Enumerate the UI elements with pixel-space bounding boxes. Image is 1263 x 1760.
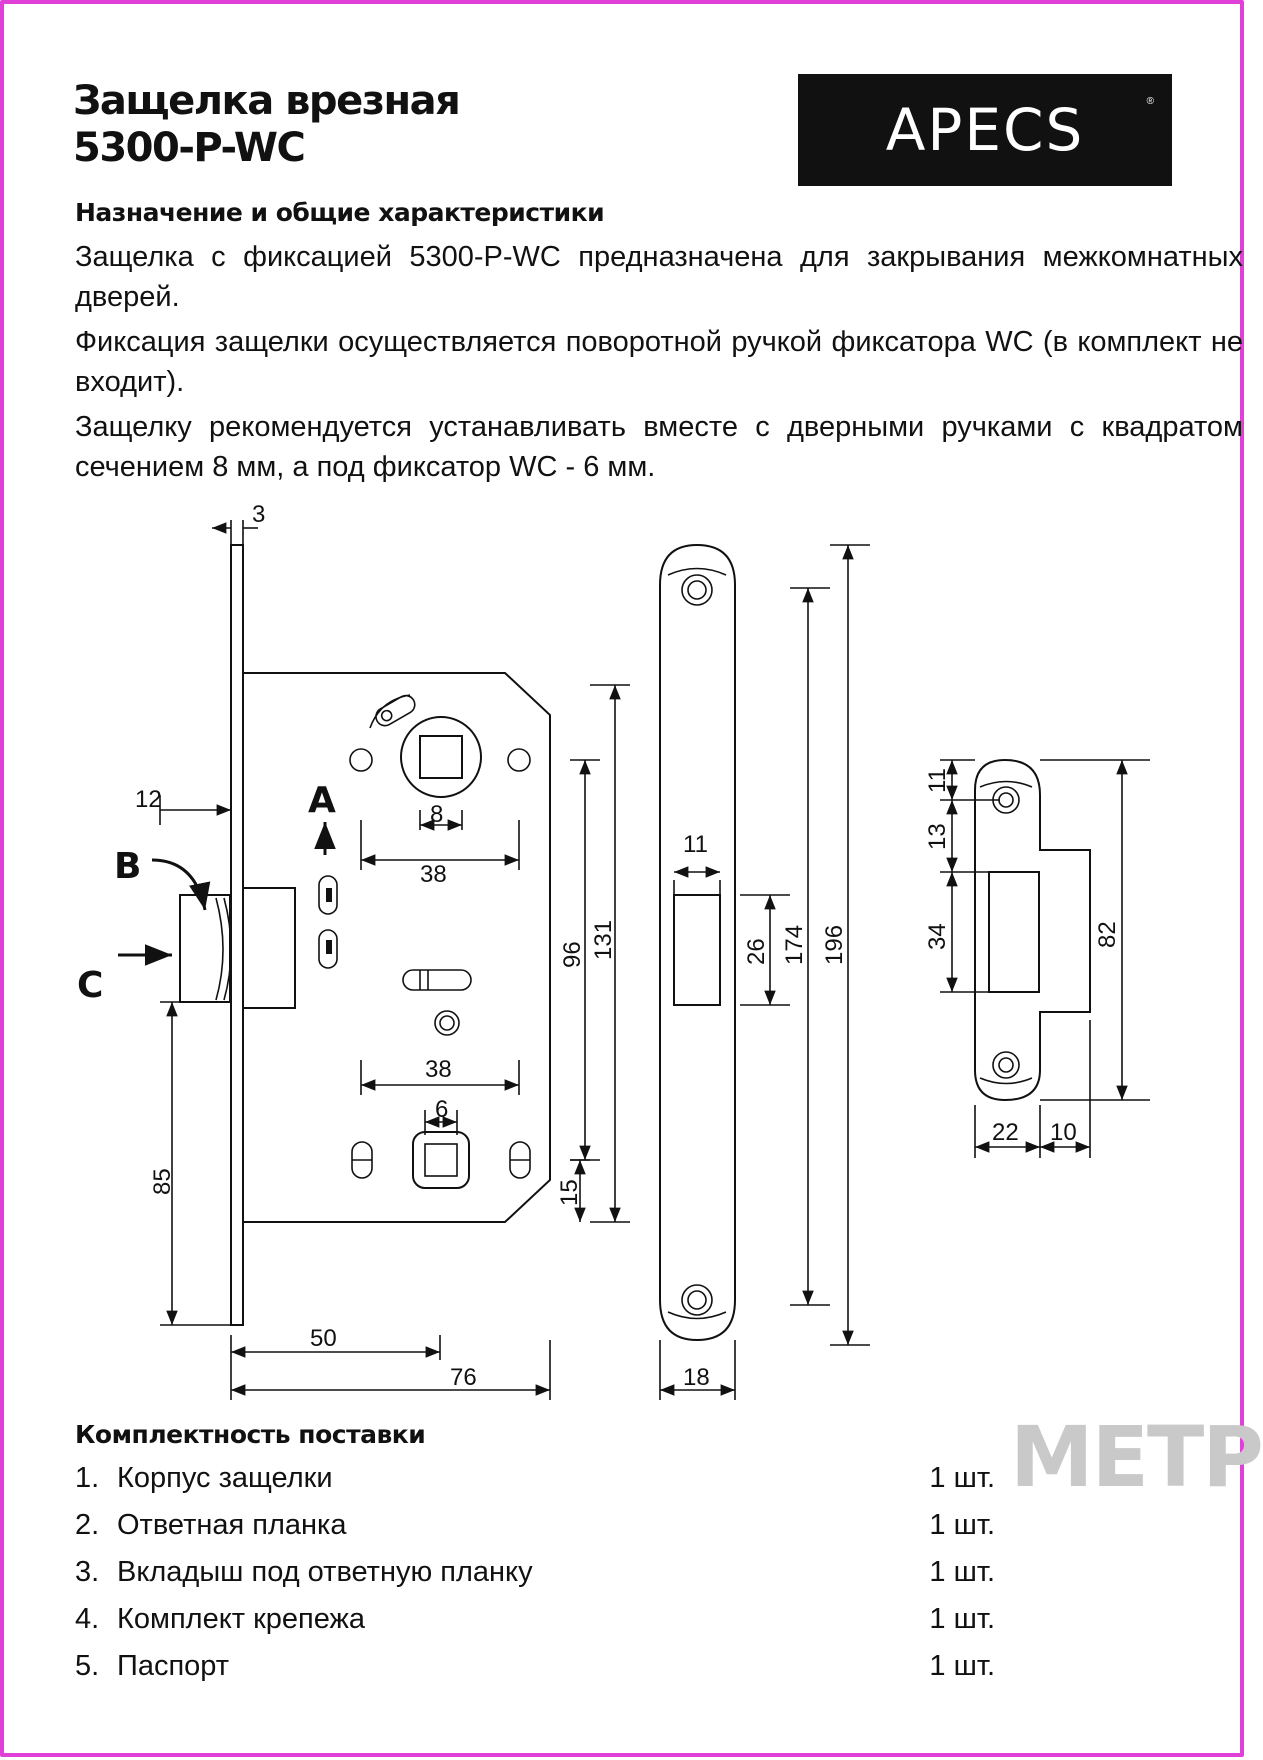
- faceplate: [659, 543, 736, 1342]
- dim-11-faceplate: 11: [683, 831, 708, 858]
- dim-3: 3: [252, 501, 265, 528]
- dim-174: 174: [781, 925, 808, 965]
- item-qty: 1 шт.: [929, 1509, 995, 1541]
- list-item: 4. Комплект крепежа 1 шт.: [75, 1596, 995, 1643]
- dim-196: 196: [821, 925, 848, 965]
- dim-8: 8: [430, 801, 443, 828]
- title-line-2: 5300-P-WC: [73, 125, 306, 171]
- dim-13: 13: [924, 823, 951, 850]
- dim-12: 12: [135, 786, 162, 813]
- item-number: 5.: [75, 1650, 100, 1682]
- apecs-logo: APECS ®: [798, 74, 1172, 186]
- item-number: 1.: [75, 1462, 100, 1494]
- list-item: 2. Ответная планка 1 шт.: [75, 1502, 995, 1549]
- dim-96: 96: [559, 941, 586, 968]
- item-number: 4.: [75, 1603, 100, 1635]
- item-name: Паспорт: [117, 1650, 230, 1682]
- item-name: Комплект крепежа: [117, 1603, 366, 1635]
- item-name: Вкладыш под ответную планку: [117, 1556, 533, 1588]
- item-qty: 1 шт.: [929, 1556, 995, 1588]
- package-list: 1. Корпус защелки 1 шт. 2. Ответная план…: [75, 1455, 995, 1690]
- marker-c: C: [77, 965, 103, 1006]
- page-title: Защелка врезная 5300-P-WC: [73, 78, 461, 172]
- dim-22: 22: [992, 1119, 1019, 1146]
- package-heading: Комплектность поставки: [75, 1420, 426, 1449]
- item-qty: 1 шт.: [929, 1462, 995, 1494]
- logo-text: APECS: [885, 96, 1085, 164]
- list-item: 3. Вкладыш под ответную планку 1 шт.: [75, 1549, 995, 1596]
- technical-drawing: A B C 3 12 8 38 38 6 96 131 15 85 50 76 …: [77, 501, 1150, 1400]
- item-name: Ответная планка: [117, 1509, 347, 1541]
- dim-131: 131: [590, 920, 617, 960]
- purpose-paragraph-1: Защелка с фиксацией 5300-P-WC предназнач…: [75, 241, 1243, 313]
- item-name: Корпус защелки: [117, 1462, 333, 1494]
- dim-76: 76: [450, 1364, 477, 1391]
- dim-50: 50: [310, 1325, 337, 1352]
- marker-b: B: [114, 846, 141, 887]
- item-qty: 1 шт.: [929, 1603, 995, 1635]
- dim-15: 15: [556, 1179, 583, 1206]
- item-qty: 1 шт.: [929, 1650, 995, 1682]
- dim-82: 82: [1094, 921, 1121, 948]
- lock-body: [118, 544, 551, 1326]
- dim-10: 10: [1050, 1119, 1077, 1146]
- list-item: 5. Паспорт 1 шт.: [75, 1643, 995, 1690]
- dim-85: 85: [149, 1168, 176, 1195]
- list-item: 1. Корпус защелки 1 шт.: [75, 1455, 995, 1502]
- purpose-paragraph-3: Защелку рекомендуется устанавливать вмес…: [75, 411, 1243, 483]
- dim-11-strike: 11: [924, 768, 951, 793]
- registered-mark: ®: [1146, 96, 1154, 107]
- dim-6: 6: [435, 1096, 448, 1123]
- title-line-1: Защелка врезная: [73, 78, 461, 124]
- dim-38-upper: 38: [420, 861, 447, 888]
- item-number: 3.: [75, 1556, 100, 1588]
- dim-18: 18: [683, 1364, 710, 1391]
- dim-34: 34: [924, 923, 951, 950]
- marker-a: A: [308, 780, 336, 821]
- purpose-paragraph-2: Фиксация защелки осуществляется поворотн…: [75, 326, 1243, 398]
- dim-26: 26: [743, 938, 770, 965]
- item-number: 2.: [75, 1509, 100, 1541]
- purpose-heading: Назначение и общие характеристики: [75, 198, 605, 227]
- metr-watermark: МЕТР: [1010, 1408, 1263, 1506]
- strike-plate: [974, 758, 1091, 1102]
- dim-38-lower: 38: [425, 1056, 452, 1083]
